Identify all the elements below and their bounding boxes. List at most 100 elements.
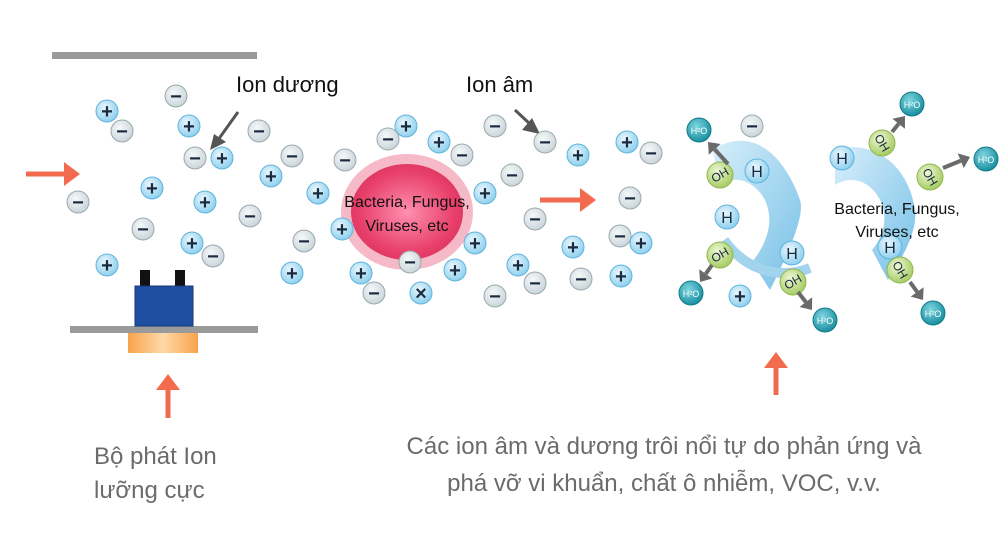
positive-ion: +	[427, 130, 451, 154]
svg-text:+: +	[572, 145, 584, 167]
positive-ion: +	[95, 99, 119, 123]
hydrogen-atom: H	[829, 145, 855, 171]
negative-ion: −	[131, 217, 155, 241]
negative-ion: −	[483, 284, 507, 308]
svg-text:−: −	[170, 86, 182, 108]
microbe-right-label-line1: Bacteria, Fungus,	[834, 201, 959, 218]
svg-text:−: −	[137, 219, 149, 241]
arrow-right-icon	[26, 162, 80, 186]
negative-ion: −	[110, 119, 134, 143]
svg-text:−: −	[189, 148, 201, 170]
hydrogen-atom: H	[877, 234, 903, 260]
description-line2: phá vỡ vi khuẩn, chất ô nhiễm, VOC, v.v.	[447, 470, 881, 497]
svg-text:−: −	[614, 226, 626, 248]
negative-ion: −	[292, 229, 316, 253]
positive-ion: +	[728, 284, 752, 308]
positive-ion: +	[140, 176, 164, 200]
reaction-arrow-icon	[699, 263, 714, 282]
negative-ion: −	[362, 281, 386, 305]
svg-text:+: +	[312, 183, 324, 205]
negative-ion: −	[398, 250, 422, 274]
svg-text:+: +	[512, 255, 524, 277]
hydroxyl-radical: OH	[916, 163, 944, 191]
svg-text:+: +	[183, 116, 195, 138]
positive-ion: +	[629, 231, 653, 255]
svg-text:+: +	[433, 132, 445, 154]
svg-text:H²O: H²O	[904, 100, 921, 110]
hydroxyl-radical: OH	[886, 256, 914, 284]
positive-ion-label: Ion dương	[236, 72, 339, 97]
negative-ion: −	[280, 144, 304, 168]
negative-ion-label: Ion âm	[466, 72, 533, 97]
positive-ion: +	[330, 217, 354, 241]
svg-text:H²O: H²O	[817, 316, 834, 326]
generator-caption-line1: Bộ phát Ion	[94, 443, 217, 470]
svg-text:H²O: H²O	[925, 309, 942, 319]
svg-text:−: −	[489, 116, 501, 138]
arrow-up-icon	[764, 352, 788, 395]
svg-text:−: −	[207, 246, 219, 268]
top-plate	[52, 52, 257, 59]
positive-ion-pointer	[210, 111, 240, 150]
hydrogen-atom: H	[714, 204, 740, 230]
positive-ion: +	[615, 130, 639, 154]
svg-text:−: −	[575, 269, 587, 291]
svg-text:H²O: H²O	[683, 289, 700, 299]
arrow-up-icon	[156, 374, 180, 418]
water-molecule: H²O	[920, 300, 946, 326]
svg-text:−: −	[645, 143, 657, 165]
svg-text:+: +	[621, 132, 633, 154]
positive-ion: +	[506, 253, 530, 277]
svg-text:−: −	[116, 121, 128, 143]
svg-text:+: +	[469, 233, 481, 255]
reaction-arrow-icon	[796, 290, 813, 310]
positive-ion: +	[193, 190, 217, 214]
svg-text:+: +	[479, 183, 491, 205]
svg-text:−: −	[506, 165, 518, 187]
flow-arrows	[26, 162, 788, 418]
positive-ion: +	[609, 264, 633, 288]
arrow-right-icon	[540, 188, 596, 212]
microbe-cell	[341, 154, 473, 270]
svg-text:+: +	[186, 233, 198, 255]
svg-text:H: H	[786, 246, 798, 263]
svg-text:−: −	[529, 209, 541, 231]
positive-ion: +	[280, 261, 304, 285]
hydroxyl-radical: OH	[868, 129, 896, 157]
reaction-arrow-icon	[908, 280, 924, 300]
positive-ion: +	[394, 114, 418, 138]
ion-particles: +−−+−−+−+−++−−+−+−+++−−−+−−−++−++−−×++−−…	[66, 84, 764, 308]
reaction-arrow-icon	[708, 142, 730, 166]
svg-text:+: +	[216, 148, 228, 170]
positive-ion: +	[561, 235, 585, 259]
negative-ion: −	[569, 267, 593, 291]
reaction-arrow-icon	[890, 116, 905, 134]
negative-ion: −	[533, 130, 557, 154]
negative-ion: −	[333, 148, 357, 172]
svg-text:+: +	[449, 260, 461, 282]
svg-text:+: +	[734, 286, 746, 308]
water-molecule: H²O	[686, 117, 712, 143]
negative-ion-pointer	[513, 108, 540, 134]
svg-text:−: −	[72, 192, 84, 214]
water-molecule: H²O	[812, 307, 838, 333]
positive-ion: +	[95, 253, 119, 277]
water-molecule: H²O	[678, 280, 704, 306]
negative-ion: −	[183, 146, 207, 170]
negative-ion: −	[483, 114, 507, 138]
negative-ion: −	[376, 127, 400, 151]
svg-text:+: +	[146, 178, 158, 200]
hydroxyl-radical: OH	[779, 268, 807, 296]
hydrogen-atom: H	[779, 240, 805, 266]
positive-ion: +	[306, 181, 330, 205]
negative-ion: −	[238, 204, 262, 228]
svg-text:+: +	[567, 237, 579, 259]
microbe-label-line2: Viruses, etc	[365, 218, 448, 235]
svg-text:+: +	[101, 101, 113, 123]
svg-text:−: −	[253, 121, 265, 143]
positive-ion: +	[210, 146, 234, 170]
svg-text:−: −	[404, 252, 416, 274]
svg-text:+: +	[400, 116, 412, 138]
hydroxyl-radical: OH	[706, 241, 734, 269]
